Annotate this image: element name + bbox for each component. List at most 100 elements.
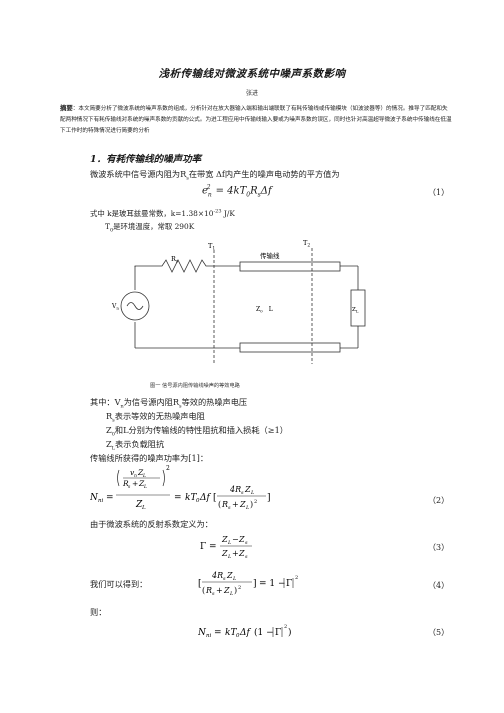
svg-text:kT: kT [185, 493, 197, 503]
svg-text:n: n [134, 474, 137, 479]
svg-text:Z: Z [138, 479, 145, 488]
author: 张进 [245, 90, 258, 97]
svg-text:s: s [128, 485, 131, 490]
svg-text:= 1 −: = 1 − [259, 579, 286, 589]
where-t0: T0是环境温度，常取 290K [105, 222, 195, 234]
svg-text:L: L [232, 576, 237, 582]
svg-text:4R: 4R [211, 571, 223, 580]
svg-text:=: = [106, 493, 114, 503]
svg-text:]: ] [253, 579, 257, 589]
svg-text:+: + [216, 586, 223, 595]
t2-label: T2 [303, 239, 310, 249]
svg-text:Z: Z [137, 468, 144, 477]
svg-text:L: L [229, 591, 234, 597]
among-line: 其中：Vn为信号源内阻Rs等效的热噪声电压 [90, 397, 248, 410]
svg-text:+: + [232, 500, 239, 509]
svg-text:R: R [205, 586, 212, 595]
t1-label: T1 [208, 242, 215, 252]
svg-text:(1 −: (1 − [254, 627, 274, 638]
abstract: 摘要：本文简要分析了微波系统的噪声系数的组成，分析针对在放大器输入端和输出端联联… [60, 103, 452, 137]
svg-text:Γ: Γ [200, 542, 206, 552]
svg-text:): ) [234, 586, 237, 595]
svg-text:ni: ni [206, 633, 212, 639]
svg-text:Z: Z [221, 535, 228, 544]
transmission-line-label: 传输线 [260, 251, 280, 260]
svg-text:s: s [228, 505, 231, 511]
abstract-label: 摘要 [60, 104, 73, 112]
svg-text:s: s [212, 591, 215, 597]
svg-text:L: L [250, 490, 255, 496]
svg-text:R: R [221, 500, 228, 509]
eq3-number: （3） [428, 543, 450, 552]
svg-text:Γ: Γ [286, 579, 292, 589]
svg-text:Z: Z [223, 586, 230, 595]
svg-text:[: [ [213, 493, 217, 503]
vn-label: Vn [111, 303, 119, 311]
rs-desc-line: Rs表示等效的无热噪声电阻 [106, 411, 205, 424]
zl-desc-line: ZL表示负载阻抗 [106, 439, 165, 452]
svg-text:2: 2 [284, 624, 287, 630]
svg-text:kT: kT [225, 628, 237, 638]
svg-text:Δf: Δf [239, 628, 251, 638]
svg-text:L: L [143, 484, 147, 490]
eq2-number: （2） [428, 496, 450, 505]
svg-text:s: s [223, 576, 226, 582]
svg-text:=: = [174, 493, 182, 503]
svg-text:Z: Z [244, 485, 251, 494]
zl-label: ZL [352, 307, 359, 314]
z0-desc-line: Z0和L分别为传输线的特性阻抗和插入损耗（≥1） [106, 425, 288, 438]
transmission-line-bottom [239, 342, 341, 353]
svg-text:ni: ni [98, 498, 104, 504]
equation-1: en2= 4kT0RsΔf [202, 184, 272, 199]
svg-text:[: [ [198, 579, 202, 589]
svg-text:s: s [245, 554, 248, 560]
svg-text:v: v [130, 468, 135, 477]
noise-source-icon [120, 291, 150, 321]
section-heading: 1．有耗传输线的噪声功率 [90, 154, 202, 165]
svg-text:): ) [250, 500, 253, 509]
we-get-line: 我们可以得到： [90, 579, 148, 589]
svg-text:Z: Z [238, 535, 245, 544]
svg-text:s: s [241, 490, 244, 496]
svg-text:2: 2 [166, 465, 170, 472]
svg-text:L: L [142, 473, 146, 479]
svg-text:N: N [198, 628, 207, 638]
svg-text:Z: Z [226, 571, 233, 580]
svg-text:Δf: Δf [199, 493, 211, 503]
rs-resistor [134, 259, 240, 273]
eq4-number: （4） [428, 581, 450, 590]
svg-text:L: L [227, 554, 232, 560]
reflection-def-line: 由于微波系统的反射系数定义为： [90, 519, 213, 529]
svg-text:L: L [245, 505, 250, 511]
svg-text:2: 2 [254, 499, 257, 505]
noise-power-line: 传输线所获得的噪声功率为[1]： [90, 453, 209, 463]
svg-text:(: ( [218, 500, 221, 509]
svg-text:L: L [227, 540, 232, 546]
svg-text:2: 2 [295, 575, 298, 581]
transmission-line-top [239, 261, 341, 272]
intro-line: 微波系统中信号源内阻为Rs在带宽 Δf内产生的噪声电动势的平方值为 [90, 169, 340, 182]
svg-text:2: 2 [238, 585, 241, 591]
where-k: 式中 k是玻耳兹曼常数，k=1.38×10-23 J/K [90, 208, 235, 218]
svg-text:Z: Z [221, 549, 228, 558]
svg-text:Z: Z [239, 500, 246, 509]
eq1-number: （1） [428, 188, 450, 197]
svg-text:Z: Z [135, 500, 143, 510]
svg-text:R: R [122, 479, 129, 488]
svg-text:N: N [90, 493, 99, 503]
svg-text:Z: Z [238, 549, 245, 558]
svg-text:=: = [214, 628, 222, 638]
svg-text:+: + [132, 479, 138, 488]
paper-title: 浅析传输线对微波系统中噪声系数影响 [158, 68, 346, 80]
svg-text:0: 0 [236, 633, 240, 639]
svg-text:−: − [232, 535, 239, 544]
svg-text:(: ( [202, 586, 205, 595]
svg-text:4R: 4R [229, 485, 241, 494]
abstract-text: ：本文简要分析了微波系统的噪声系数的组成，分析针对在放大器输入端和输出端联联了有… [60, 106, 452, 134]
